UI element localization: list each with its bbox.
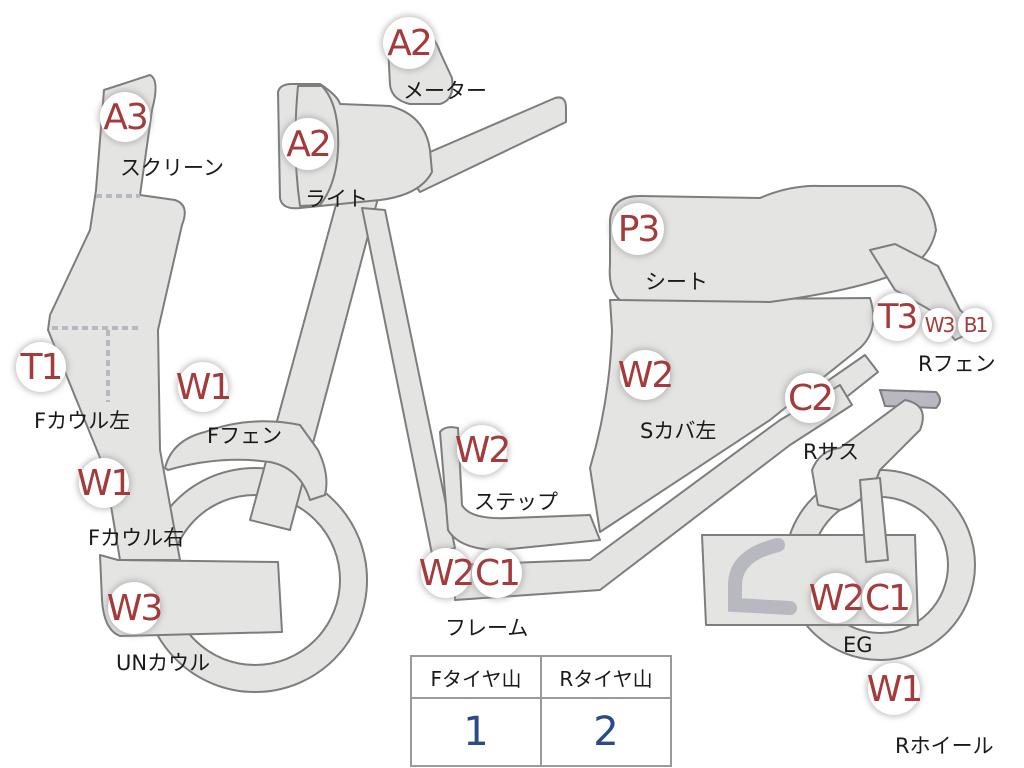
r-wheel-code-badge: W1: [866, 663, 923, 715]
front-fender-shape: [164, 420, 328, 501]
r-fender-code-1: T3: [877, 297, 918, 337]
s-cover-left-code-badge: W2: [617, 350, 674, 400]
f-fender-code: W1: [175, 366, 232, 408]
f-cowl-right-code: W1: [76, 462, 133, 504]
r-fender-code-badge-2: W3: [922, 308, 956, 342]
engine-code-2: C1: [864, 577, 911, 619]
handlebar-shape: [399, 96, 567, 193]
un-cowl-code-badge: W3: [106, 582, 163, 634]
step-code-badge: W2: [454, 425, 511, 475]
r-fender-code-badge-1: T3: [873, 293, 921, 341]
light-code-badge: A2: [282, 118, 334, 170]
engine-code-badge-2: C1: [862, 573, 912, 623]
light-code: A2: [286, 123, 332, 165]
un-cowl-label: UNカウル: [116, 651, 211, 675]
floor-step-shape: [439, 426, 601, 551]
rear-shock-rod-shape: [859, 477, 889, 563]
frame-downtube-shape: [361, 207, 456, 555]
f-fender-label: Fフェン: [207, 424, 283, 448]
front-cowl-shape: [47, 74, 186, 561]
meter-code: A2: [387, 22, 433, 64]
f-cowl-left-code-badge: T1: [16, 342, 66, 392]
frame-code-1: W2: [418, 552, 475, 594]
engine-label: EG: [843, 633, 873, 657]
r-suspension-code: C2: [787, 377, 834, 419]
screen-code: A3: [103, 96, 149, 138]
meter-code-badge: A2: [383, 17, 435, 69]
r-tire-header: Rタイヤ山: [540, 655, 672, 699]
un-cowl-code: W3: [106, 587, 163, 629]
screen-code-badge: A3: [100, 92, 150, 142]
r-fender-code-badge-3: B1: [958, 308, 992, 342]
r-tire-value: 2: [540, 697, 672, 767]
seat-code-badge: P3: [612, 203, 664, 255]
rear-rack-shape: [878, 388, 941, 410]
f-cowl-right-code-badge: W1: [76, 458, 133, 508]
f-tire-value: 1: [410, 697, 542, 767]
frame-code-badge-2: C1: [472, 548, 522, 598]
r-fender-code-3: B1: [963, 313, 988, 337]
light-label: ライト: [305, 187, 368, 211]
frame-label: フレーム: [445, 616, 529, 640]
s-cover-left-label: Sカバ左: [640, 419, 717, 443]
step-code: W2: [454, 429, 511, 471]
seat-label: シート: [645, 270, 708, 294]
r-wheel-label: Rホイール: [895, 734, 994, 758]
meter-label: メーター: [403, 79, 487, 103]
engine-code-badge-1: W2: [808, 573, 865, 623]
r-fender-code-2: W3: [924, 313, 955, 337]
tire-tread-table: Fタイヤ山 Rタイヤ山 1 2: [410, 655, 672, 767]
screen-label: スクリーン: [120, 156, 224, 180]
seat-code: P3: [617, 208, 661, 250]
frame-code-2: C1: [474, 552, 521, 594]
f-cowl-right-label: Fカウル右: [88, 526, 185, 550]
r-fender-label: Rフェン: [918, 352, 996, 376]
r-suspension-label: Rサス: [803, 440, 860, 464]
f-tire-header: Fタイヤ山: [410, 655, 542, 699]
r-suspension-code-badge: C2: [785, 373, 835, 423]
seat-shape: [608, 184, 937, 303]
engine-code-1: W2: [808, 577, 865, 619]
f-fender-code-badge: W1: [175, 362, 232, 412]
step-label: ステップ: [474, 490, 558, 514]
r-wheel-code: W1: [866, 668, 923, 710]
s-cover-left-code: W2: [617, 354, 674, 396]
f-cowl-left-label: Fカウル左: [34, 409, 131, 433]
exhaust-shape: [728, 538, 797, 615]
f-cowl-left-code: T1: [20, 346, 64, 388]
rear-shock-shape: [811, 399, 924, 511]
frame-code-badge-1: W2: [418, 548, 475, 598]
